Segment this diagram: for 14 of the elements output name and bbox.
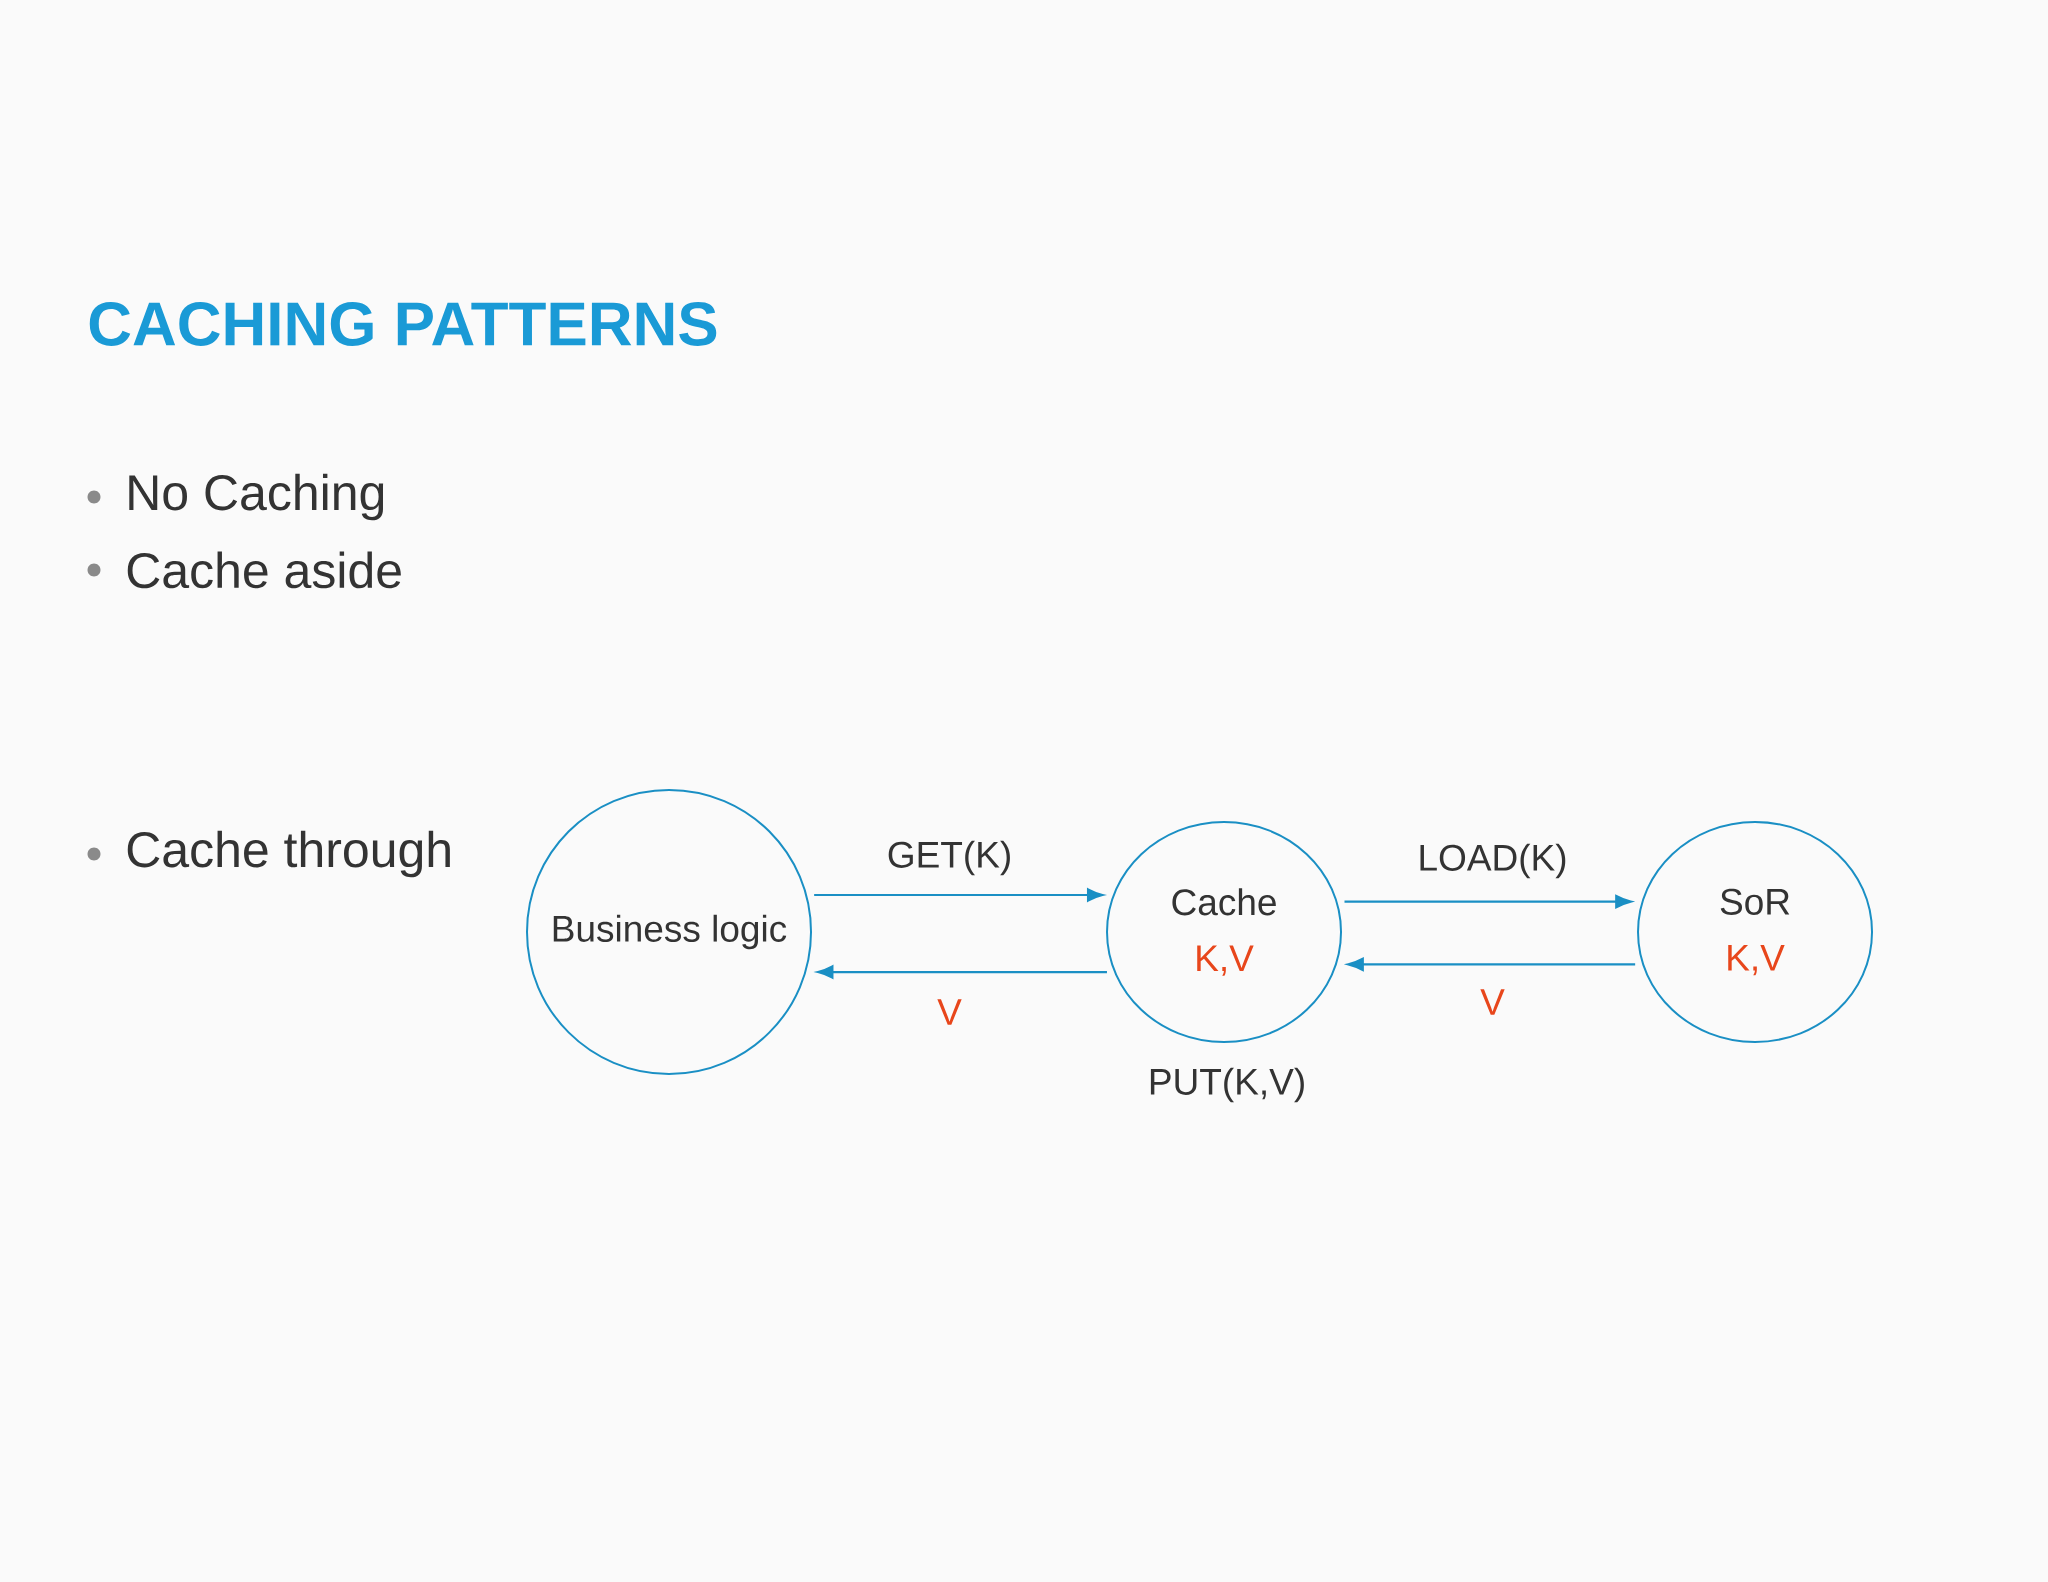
edge-label: LOAD(K) [1415,841,1570,881]
bullet-item: Cache aside [127,551,401,589]
edge-label: V [1478,987,1507,1017]
arrow [816,965,1107,979]
circle-node: Business logic [526,789,812,1075]
arrow [814,888,1104,902]
edge-label: V [935,997,964,1027]
ellipse-node: SoR K,V [1637,821,1873,1043]
bullet-item: Cache through [127,830,450,878]
bullet-item: No Caching [129,473,384,521]
node-caption: PUT(K,V) [1150,1067,1304,1103]
edge-label: GET(K) [884,838,1015,878]
ellipse-node: Cache K,V [1106,821,1342,1043]
slide-title: CACHING PATTERNS [89,302,717,346]
